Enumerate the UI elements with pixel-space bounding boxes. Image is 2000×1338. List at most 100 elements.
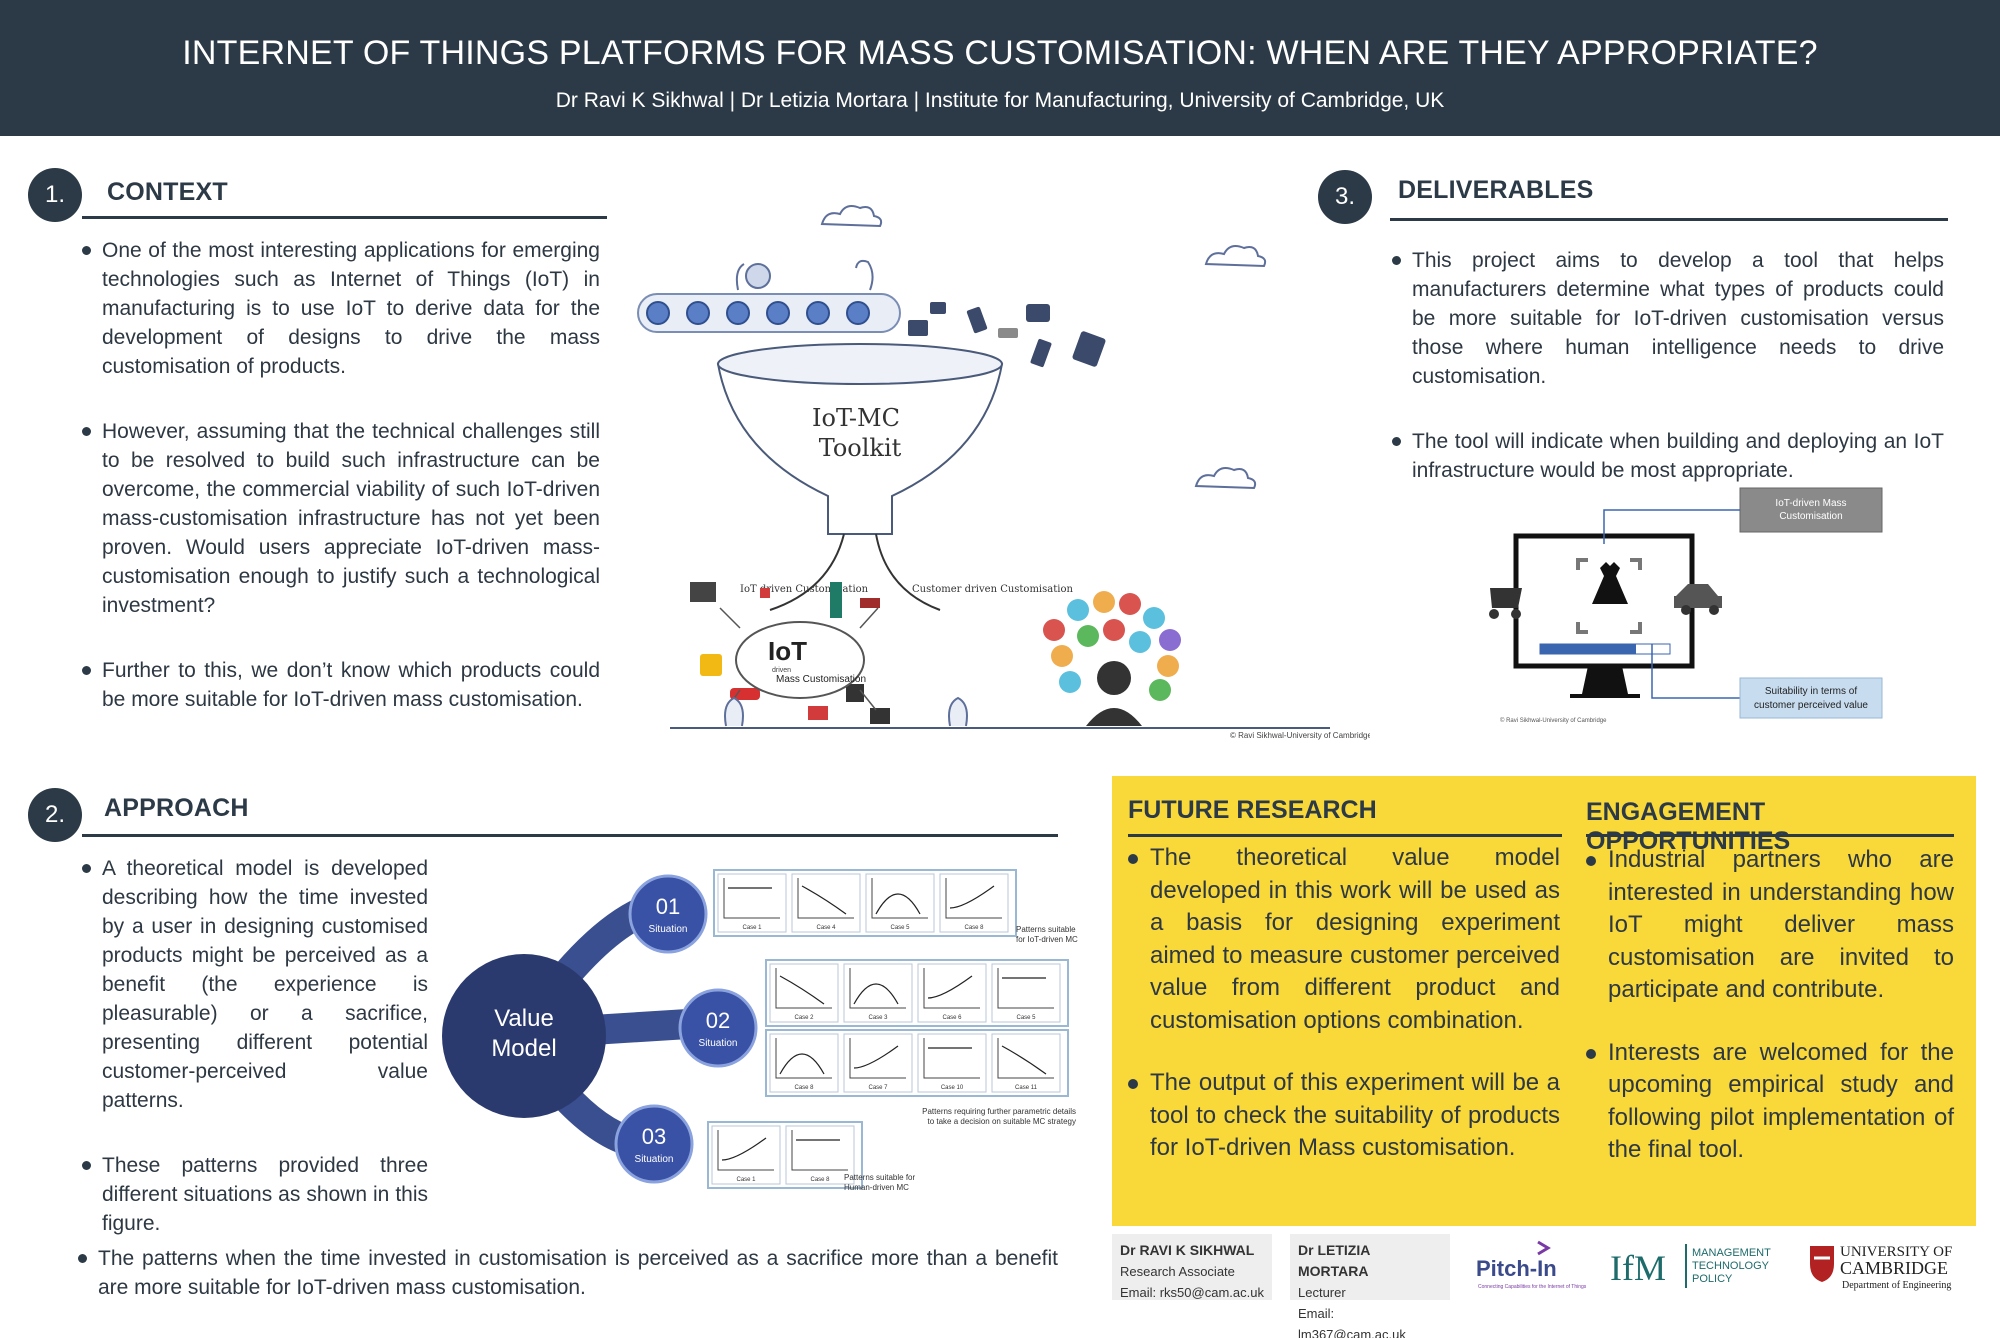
customer-icon-tree — [724, 591, 1181, 727]
pattern-curve — [779, 975, 825, 1005]
pattern-case-label: Case 8 — [794, 1085, 814, 1091]
cambridge-logo: UNIVERSITY OF CAMBRIDGE Department of En… — [1810, 1244, 1952, 1291]
note-iot-b: for IoT-driven MC — [1016, 935, 1078, 944]
pattern-axes — [871, 878, 928, 919]
svg-text:CAMBRIDGE: CAMBRIDGE — [1840, 1258, 1948, 1278]
pattern-case-box — [791, 873, 861, 933]
iot-device-cluster: IoT driven Mass Customisation — [690, 582, 890, 724]
partner-logos: Pitch-In Connecting Capabilities for the… — [1476, 1240, 1952, 1291]
deliverables-bullets: This project aims to develop a tool that… — [1392, 246, 1944, 521]
iot-sub-label-2: Mass Customisation — [776, 674, 866, 685]
pattern-case-box — [865, 873, 935, 933]
pattern-case-label: Case 6 — [942, 1015, 962, 1021]
approach-bullet: A theoretical model is developed describ… — [82, 854, 428, 1115]
context-rule — [82, 216, 607, 219]
svg-text:MANAGEMENT: MANAGEMENT — [1692, 1247, 1771, 1259]
pattern-axes — [775, 1038, 832, 1079]
future-research-title: FUTURE RESEARCH — [1128, 796, 1377, 824]
pattern-axes — [997, 1038, 1054, 1079]
pattern-case-label: Case 3 — [868, 1015, 888, 1021]
future-research-rule — [1128, 834, 1562, 837]
svg-text:POLICY: POLICY — [1692, 1273, 1733, 1285]
contact-card-sikhwal: Dr RAVI K SIKHWAL Research Associate Ema… — [1112, 1234, 1272, 1300]
svg-text:UNIVERSITY OF: UNIVERSITY OF — [1840, 1244, 1952, 1260]
deliverables-copyright: © Ravi Sikhwal-University of Cambridge — [1500, 717, 1607, 724]
context-bullet: Further to this, we don’t know which pro… — [82, 656, 600, 714]
iot-label: IoT — [768, 636, 807, 666]
context-bullet: However, assuming that the technical cha… — [82, 417, 600, 620]
contact-name: Dr LETIZIA MORTARA — [1298, 1242, 1370, 1279]
engagement-bullet: Industrial partners who are interested i… — [1586, 844, 1954, 1007]
engagement-bullets: Industrial partners who are interested i… — [1586, 844, 1954, 1197]
note-human-a: Patterns suitable for — [844, 1173, 915, 1182]
contact-role: Research Associate — [1120, 1264, 1235, 1279]
pattern-axes — [923, 1038, 980, 1079]
pattern-curve — [949, 885, 995, 909]
pattern-axes — [717, 1130, 774, 1171]
engagement-title: ENGAGEMENT OPPORTUNITIES — [1586, 798, 1791, 855]
device-icons — [908, 302, 1106, 368]
situation-01-num: 01 — [656, 894, 680, 919]
note-param-b: to take a decision on suitable MC strate… — [927, 1117, 1076, 1126]
pattern-case-box — [785, 1125, 855, 1185]
pattern-curve — [1001, 1045, 1047, 1075]
pattern-case-label: Case 2 — [794, 1015, 814, 1021]
future-research-bullets: The theoretical value model developed in… — [1128, 842, 1560, 1195]
pattern-case-label: Case 7 — [868, 1085, 888, 1091]
value-model-line1: Value — [494, 1005, 554, 1032]
pattern-case-label: Case 11 — [1015, 1085, 1038, 1091]
pattern-curve — [927, 975, 973, 999]
pattern-axes — [849, 1038, 906, 1079]
pattern-axes — [849, 968, 906, 1009]
pattern-axes — [997, 968, 1054, 1009]
pattern-case-box — [769, 963, 839, 1023]
value-model-diagram: Value Model 01 Situation 02 Situation 03… — [442, 869, 1078, 1192]
iot-sub-label: driven — [772, 667, 791, 674]
pattern-axes — [945, 878, 1002, 919]
pattern-curve — [779, 1053, 825, 1075]
pattern-axes — [791, 1130, 848, 1171]
pattern-curve — [853, 1045, 899, 1069]
pattern-case-box — [843, 963, 913, 1023]
center-copyright: © Ravi Sikhwal-University of Cambridge — [1230, 731, 1370, 740]
pattern-curve — [721, 1137, 767, 1161]
context-bullets: One of the most interesting applications… — [82, 236, 600, 750]
context-title: CONTEXT — [107, 178, 228, 206]
pattern-case-label: Case 5 — [890, 925, 910, 931]
deliverables-rule — [1390, 218, 1948, 221]
right-branch-label: Customer driven Customisation — [912, 584, 1073, 595]
svg-text:Connecting Capabilities for th: Connecting Capabilities for the Internet… — [1478, 1284, 1587, 1290]
pattern-case-label: Case 8 — [964, 925, 984, 931]
pattern-curve — [875, 893, 921, 915]
conveyor-belt — [637, 259, 901, 333]
iot-mc-toolkit-illustration: IoT-MC Toolkit IoT driven Customisation … — [637, 205, 1370, 740]
funnel-label-1: IoT-MC — [812, 404, 900, 432]
approach-bottom-bullet-list: The patterns when the time invested in c… — [78, 1244, 1058, 1338]
approach-title: APPROACH — [104, 794, 249, 822]
situation-01-label: Situation — [649, 924, 688, 935]
pattern-case-box — [917, 1033, 987, 1093]
value-model-line2: Model — [491, 1035, 556, 1062]
approach-bullet: These patterns provided three different … — [82, 1151, 428, 1238]
pattern-case-label: Case 1 — [736, 1177, 756, 1183]
deliverables-title: DELIVERABLES — [1398, 176, 1594, 204]
svg-text:Pitch-In: Pitch-In — [1476, 1256, 1557, 1281]
contact-email[interactable]: Email: rks50@cam.ac.uk — [1120, 1285, 1264, 1300]
contact-card-mortara: Dr LETIZIA MORTARA Lecturer Email: lm367… — [1290, 1234, 1450, 1338]
contact-email[interactable]: Email: lm367@cam.ac.uk — [1298, 1306, 1406, 1338]
funnel: IoT-MC Toolkit — [716, 343, 1004, 611]
future-research-bullet: The output of this experiment will be a … — [1128, 1067, 1560, 1165]
pattern-curve — [853, 983, 899, 1005]
svg-text:TECHNOLOGY: TECHNOLOGY — [1692, 1260, 1770, 1272]
svg-text:IfM: IfM — [1610, 1248, 1666, 1288]
pattern-case-box — [717, 873, 787, 933]
pattern-case-box — [711, 1125, 781, 1185]
pattern-case-box — [917, 963, 987, 1023]
engagement-bullet: Interests are welcomed for the upcoming … — [1586, 1037, 1954, 1167]
deliverables-bullet: The tool will indicate when building and… — [1392, 427, 1944, 485]
approach-rule — [82, 834, 1058, 837]
